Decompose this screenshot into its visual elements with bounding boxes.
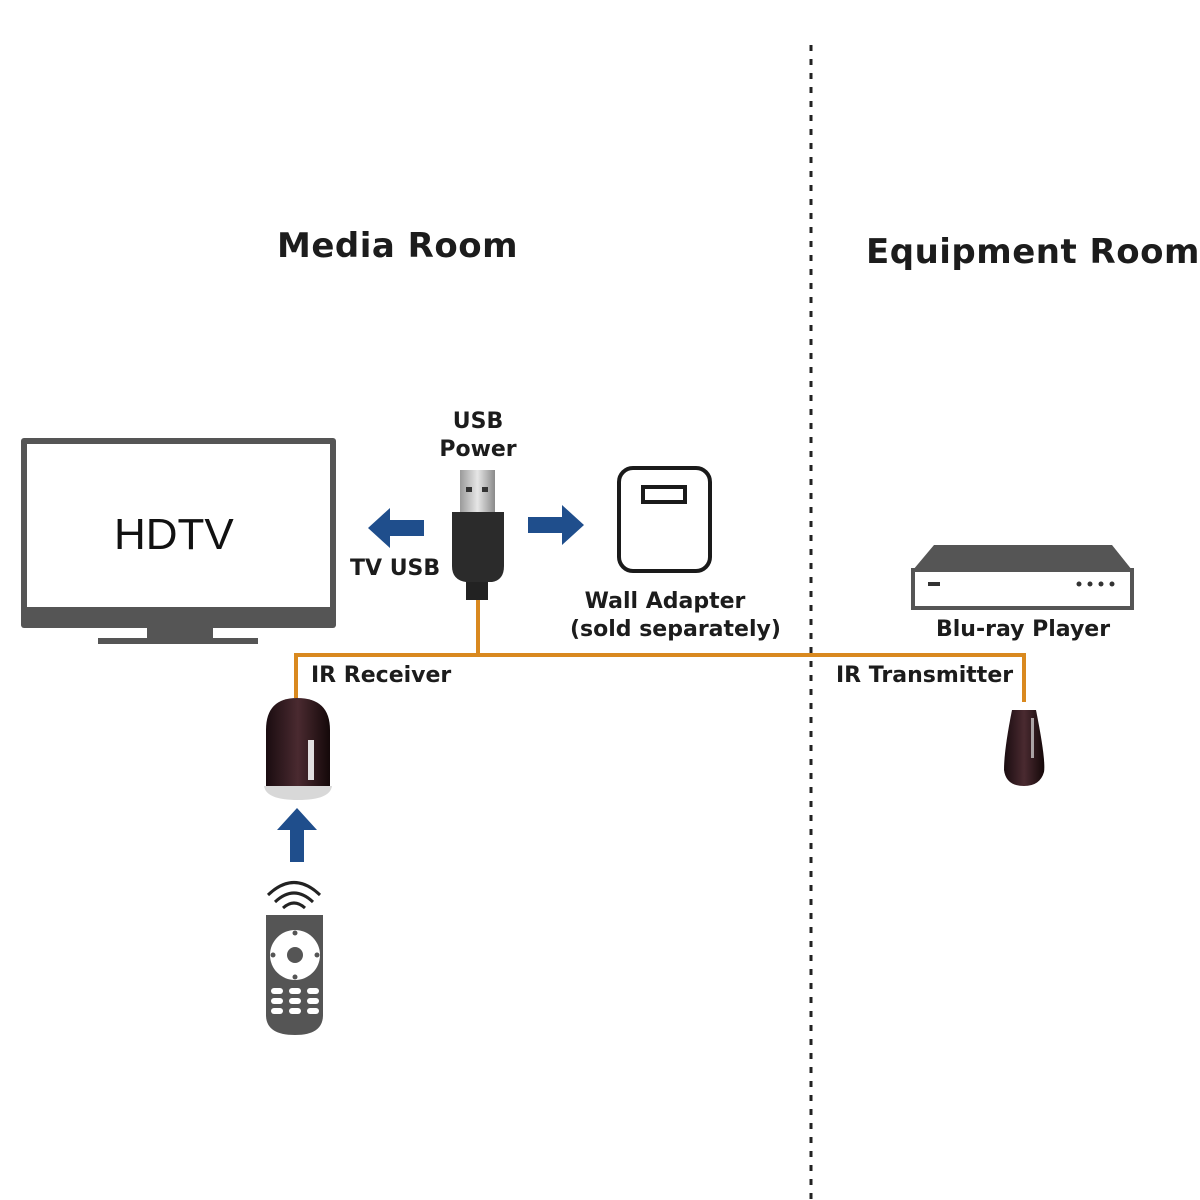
ir-signal-icon <box>266 881 322 910</box>
wall-adapter-label: Wall Adapter (sold separately) <box>570 588 781 644</box>
usb-plug-icon <box>452 470 504 600</box>
ir-receiver-icon <box>264 698 332 800</box>
ir-transmitter-icon <box>1004 710 1045 786</box>
wall-adapter-line2: (sold separately) <box>570 617 781 642</box>
arrow-up-icon <box>277 808 317 862</box>
ir-cable <box>294 600 1026 702</box>
arrow-right-icon <box>528 505 584 545</box>
arrow-left-icon <box>368 508 424 548</box>
blu-ray-player-icon <box>911 545 1134 610</box>
ir-transmitter-label: IR Transmitter <box>836 663 1014 688</box>
usb-power-line2: Power <box>439 437 517 462</box>
tv-usb-label: TV USB <box>350 556 441 581</box>
hdtv-icon <box>21 438 336 644</box>
usb-power-line1: USB <box>452 409 504 434</box>
usb-power-label: USB Power <box>420 408 536 464</box>
remote-control-icon <box>266 915 323 1035</box>
hdtv-label: HDTV <box>114 510 234 559</box>
blu-ray-label: Blu-ray Player <box>936 617 1111 642</box>
media-room-title: Media Room <box>277 226 518 266</box>
wall-adapter-line1: Wall Adapter <box>584 589 746 614</box>
wall-adapter-icon <box>617 466 712 573</box>
ir-receiver-label: IR Receiver <box>311 663 452 688</box>
equipment-room-title: Equipment Room <box>866 232 1200 272</box>
